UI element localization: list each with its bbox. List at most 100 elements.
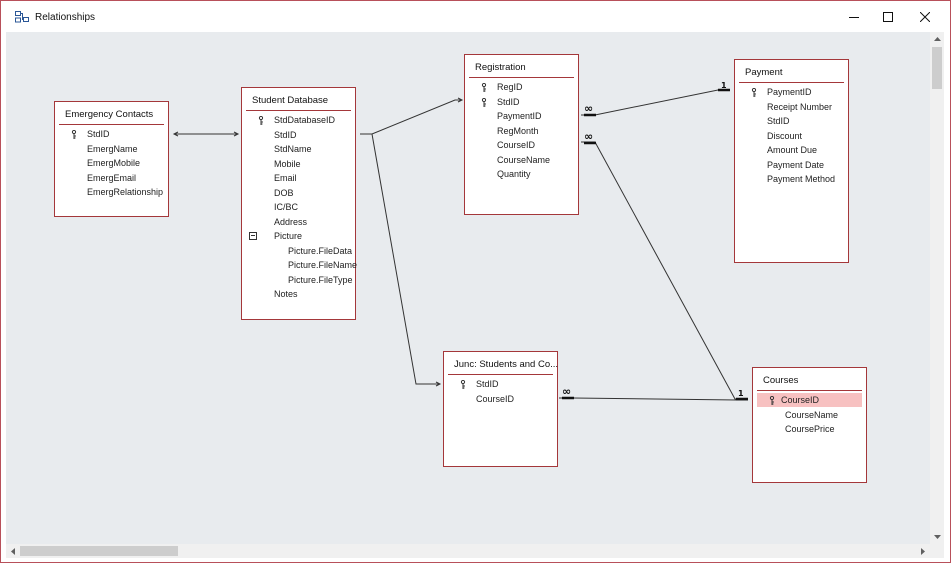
field-name: CourseID [476, 393, 515, 404]
field-row[interactable]: StdID [59, 127, 164, 141]
key-icon [258, 115, 264, 129]
field-row[interactable]: CourseID [448, 392, 553, 406]
field-row[interactable]: StdID [739, 114, 844, 128]
table-title[interactable]: Registration [475, 62, 526, 73]
field-name: RegID [497, 82, 523, 92]
field-row[interactable]: Payment Date [739, 158, 844, 172]
field-name: StdName [274, 144, 312, 154]
field-row[interactable]: Notes [246, 287, 351, 301]
vertical-scrollbar[interactable] [930, 32, 944, 544]
scroll-down-button[interactable] [930, 530, 944, 544]
field-row[interactable]: PaymentID [739, 85, 844, 99]
cardinality-label: 1 [721, 81, 727, 90]
field-row[interactable]: IC/BC [246, 200, 351, 214]
key-icon [71, 129, 77, 143]
relationship-line [581, 141, 746, 400]
field-row[interactable]: RegID [469, 80, 574, 94]
horizontal-scrollbar[interactable] [6, 544, 930, 558]
minimize-icon [849, 17, 859, 18]
table-title[interactable]: Emergency Contacts [65, 109, 154, 120]
field-row[interactable]: Picture [246, 229, 351, 243]
maximize-icon [883, 12, 893, 22]
close-button[interactable] [907, 6, 943, 28]
table-title[interactable]: Payment [745, 67, 783, 78]
table-title[interactable]: Courses [763, 375, 799, 386]
field-name: EmergMobile [87, 158, 141, 168]
field-row[interactable]: Receipt Number [739, 100, 844, 114]
field-row[interactable]: Payment Method [739, 172, 844, 186]
field-row[interactable]: Email [246, 171, 351, 185]
field-name: PaymentID [497, 111, 542, 121]
scroll-right-button[interactable] [916, 544, 930, 558]
field-row[interactable]: EmergMobile [59, 156, 164, 170]
field-row[interactable]: Amount Due [739, 143, 844, 157]
field-row[interactable]: CourseName [757, 408, 862, 422]
field-name: StdID [476, 379, 499, 389]
field-row[interactable]: RegMonth [469, 124, 574, 138]
field-row[interactable]: StdID [469, 95, 574, 109]
close-icon [920, 12, 930, 22]
field-row[interactable]: CourseID [757, 393, 862, 407]
relationship-line [559, 397, 748, 401]
field-name: IC/BC [274, 202, 299, 212]
table-title[interactable]: Junc: Students and Co... [454, 359, 559, 370]
field-row[interactable]: DOB [246, 186, 351, 200]
cardinality-label: 1 [738, 389, 744, 398]
table-title[interactable]: Student Database [252, 95, 329, 106]
field-row[interactable]: Quantity [469, 167, 574, 181]
title-divider [246, 110, 351, 111]
field-row[interactable]: Discount [739, 129, 844, 143]
relationship-lines: ∞ 1 ∞ 1 ∞ [172, 81, 748, 401]
field-row[interactable]: Address [246, 215, 351, 229]
field-row[interactable]: Mobile [246, 157, 351, 171]
cardinality-label: ∞ [584, 130, 593, 143]
arrow-right-icon [921, 547, 925, 555]
field-row[interactable]: Picture.FileName [246, 258, 357, 272]
maximize-button[interactable] [870, 6, 906, 28]
horizontal-scroll-thumb[interactable] [20, 546, 178, 556]
table-junction-students-courses[interactable]: Junc: Students and Co... StdID CourseID [443, 351, 558, 467]
field-row[interactable]: EmergRelationship [59, 185, 164, 199]
relationships-icon [15, 11, 29, 23]
field-row[interactable]: StdID [448, 377, 553, 391]
field-row[interactable]: CoursePrice [757, 422, 862, 436]
vertical-scroll-thumb[interactable] [932, 47, 942, 89]
field-row[interactable]: EmergName [59, 142, 164, 156]
field-name: StdID [274, 129, 297, 140]
field-row[interactable]: CourseID [469, 138, 574, 152]
title-bar[interactable]: Relationships [1, 1, 950, 31]
cardinality-label: ∞ [562, 385, 571, 398]
field-name: Mobile [274, 158, 301, 169]
field-row[interactable]: Picture.FileType [246, 273, 353, 287]
arrowhead [172, 131, 179, 137]
scroll-up-button[interactable] [930, 32, 944, 46]
collapse-icon[interactable] [249, 232, 257, 240]
field-name: Payment Date [767, 159, 825, 170]
field-row[interactable]: StdName [246, 142, 351, 156]
arrowhead [457, 97, 464, 103]
field-name: CourseName [497, 154, 551, 165]
field-row[interactable]: StdDatabaseID [246, 113, 351, 127]
scroll-left-button[interactable] [6, 544, 20, 558]
field-row[interactable]: StdID [246, 128, 351, 142]
field-row[interactable]: PaymentID [469, 109, 574, 123]
arrow-up-icon [933, 37, 941, 41]
title-divider [59, 124, 164, 125]
field-row[interactable]: Picture.FileData [246, 244, 352, 258]
field-name: StdID [767, 116, 790, 126]
field-name: Quantity [497, 169, 531, 179]
field-name: Address [274, 216, 308, 227]
minimize-button[interactable] [836, 6, 872, 28]
field-row[interactable]: CourseName [469, 153, 574, 167]
field-row[interactable]: EmergEmail [59, 171, 164, 185]
field-name: CourseName [785, 409, 839, 420]
key-icon [769, 395, 775, 409]
window-title: Relationships [35, 12, 96, 23]
